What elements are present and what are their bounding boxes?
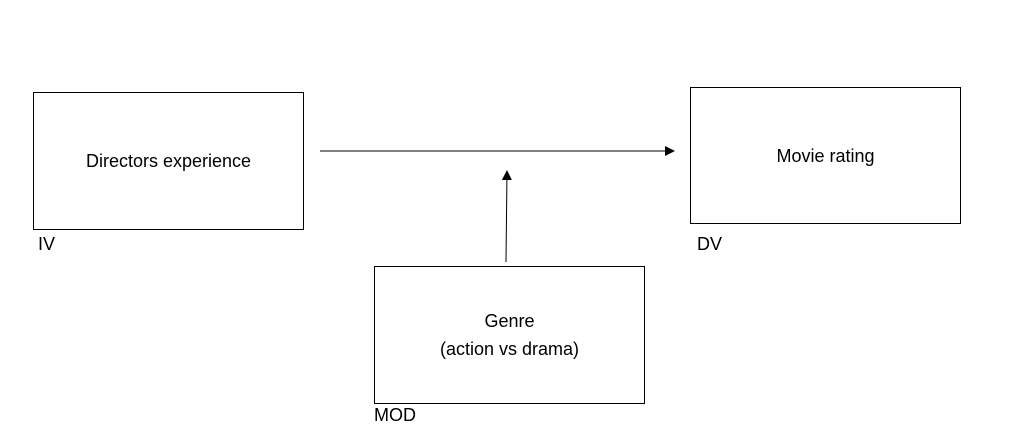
mod-tag: MOD bbox=[374, 405, 416, 425]
moderation-arrow bbox=[501, 170, 512, 263]
iv-label: Directors experience bbox=[85, 151, 252, 171]
dv-box: Movie rating bbox=[690, 87, 961, 224]
dv-tag: DV bbox=[697, 234, 723, 254]
iv-tag: IV bbox=[38, 234, 56, 254]
mod-box: Genre (action vs drama) bbox=[374, 266, 645, 404]
mod-label-line2: (action vs drama) bbox=[439, 339, 580, 359]
mod-label-line1: Genre bbox=[484, 311, 535, 331]
iv-box: Directors experience bbox=[33, 92, 304, 230]
dv-label: Movie rating bbox=[776, 145, 875, 166]
